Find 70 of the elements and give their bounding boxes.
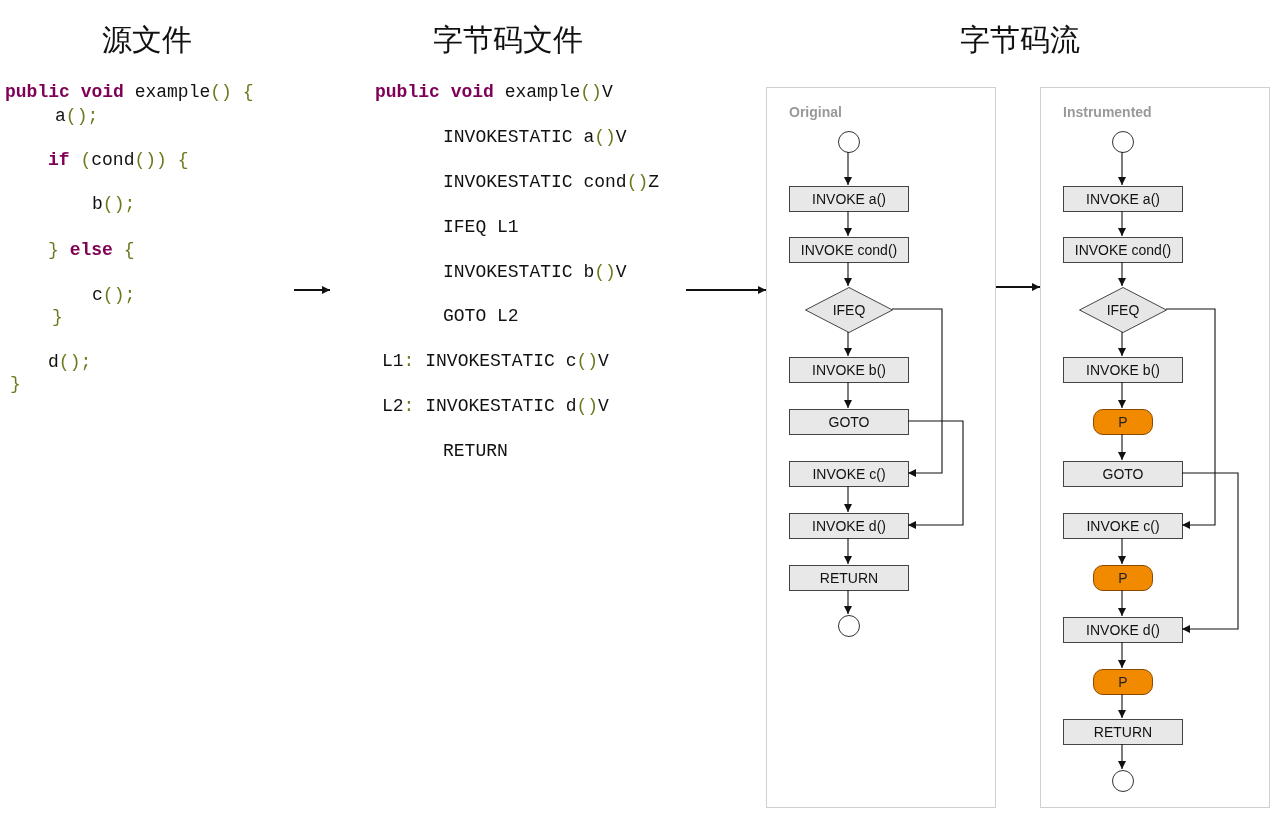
arrow <box>844 589 852 615</box>
column-heading: 字节码流 <box>959 22 1081 58</box>
arrow <box>844 261 852 287</box>
arrow <box>1118 381 1126 409</box>
arrow <box>891 308 943 477</box>
panel-title: Original <box>789 103 842 122</box>
code-line: INVOKESTATIC b()V <box>443 262 627 282</box>
decision-diamond: IFEQ <box>805 287 893 333</box>
decision-diamond: IFEQ <box>1079 287 1167 333</box>
process-box: INVOKE c() <box>789 461 909 487</box>
process-box: RETURN <box>789 565 909 591</box>
process-box: GOTO <box>1063 461 1183 487</box>
arrow <box>844 485 852 513</box>
arrow <box>1118 743 1126 770</box>
code-line: INVOKESTATIC a()V <box>443 127 627 147</box>
arrow <box>1165 308 1216 529</box>
code-line: } <box>52 307 63 327</box>
process-box: GOTO <box>789 409 909 435</box>
arrow <box>1118 331 1126 357</box>
code-line: L2: INVOKESTATIC d()V <box>382 396 609 416</box>
panel-title: Instrumented <box>1063 103 1152 122</box>
arrow <box>293 286 331 294</box>
arrow <box>685 286 767 294</box>
arrow <box>907 420 964 529</box>
probe-pill: P <box>1093 565 1153 591</box>
flow-panel <box>1040 87 1270 808</box>
process-box: RETURN <box>1063 719 1183 745</box>
code-line: if (cond()) { <box>48 150 189 170</box>
arrow <box>1118 210 1126 237</box>
code-line: c(); <box>92 285 136 305</box>
flow-panel <box>766 87 996 808</box>
column-heading: 源文件 <box>101 22 193 58</box>
arrow <box>1118 151 1126 186</box>
process-box: INVOKE c() <box>1063 513 1183 539</box>
code-line: } <box>10 374 21 394</box>
probe-pill: P <box>1093 409 1153 435</box>
process-box: INVOKE a() <box>789 186 909 212</box>
process-box: INVOKE d() <box>789 513 909 539</box>
process-box: INVOKE a() <box>1063 186 1183 212</box>
code-line: } else { <box>48 240 135 260</box>
code-line: INVOKESTATIC cond()Z <box>443 172 660 192</box>
process-box: INVOKE cond() <box>789 237 909 263</box>
arrow <box>1118 589 1126 617</box>
code-line: b(); <box>92 194 136 214</box>
process-box: INVOKE d() <box>1063 617 1183 643</box>
arrow <box>1118 433 1126 461</box>
arrow <box>1118 693 1126 719</box>
arrow <box>1118 641 1126 669</box>
arrow <box>844 381 852 409</box>
code-line: d(); <box>48 352 92 372</box>
probe-pill: P <box>1093 669 1153 695</box>
code-line: a(); <box>55 106 99 126</box>
code-line: IFEQ L1 <box>443 217 519 237</box>
arrow <box>1118 537 1126 565</box>
code-line: RETURN <box>443 441 508 461</box>
code-line: public void example()V <box>375 82 613 102</box>
code-line: public void example() { <box>5 82 254 102</box>
arrow <box>844 210 852 237</box>
code-line: GOTO L2 <box>443 306 519 326</box>
arrow <box>844 151 852 186</box>
process-box: INVOKE cond() <box>1063 237 1183 263</box>
arrow <box>1118 261 1126 287</box>
process-box: INVOKE b() <box>1063 357 1183 383</box>
arrow <box>844 537 852 565</box>
arrow <box>844 331 852 357</box>
column-heading: 字节码文件 <box>432 22 584 58</box>
process-box: INVOKE b() <box>789 357 909 383</box>
arrow <box>995 283 1041 291</box>
arrow <box>1181 472 1239 633</box>
code-line: L1: INVOKESTATIC c()V <box>382 351 609 371</box>
